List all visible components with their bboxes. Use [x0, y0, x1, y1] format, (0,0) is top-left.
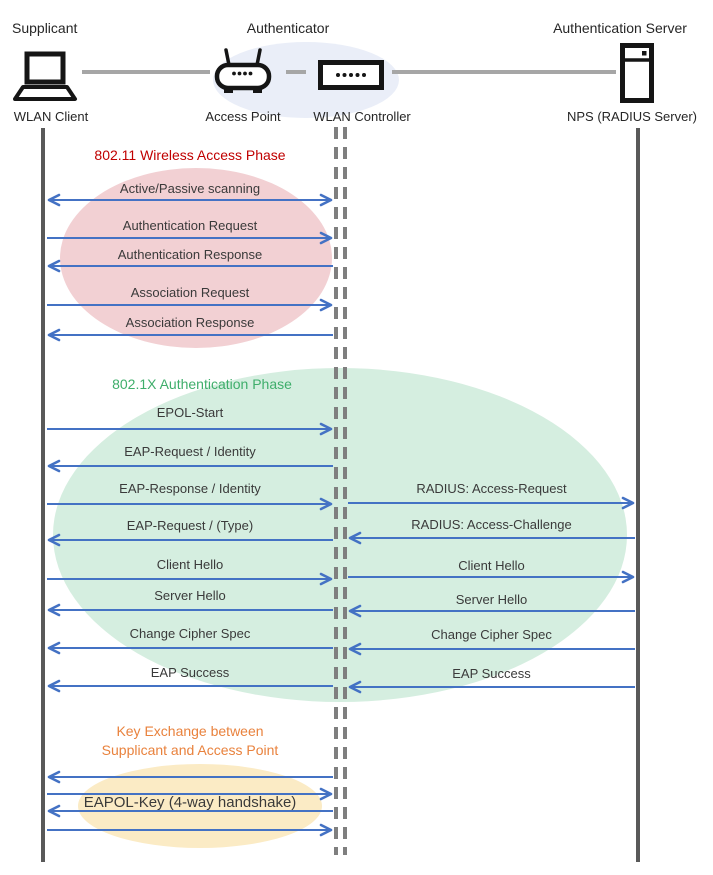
message-label: Change Cipher Spec: [129, 626, 251, 641]
arrowhead-right: [319, 787, 333, 801]
arrowhead-left: [47, 603, 61, 617]
arrowhead-right: [621, 570, 635, 584]
connector-ap-wlc: [286, 70, 306, 74]
arrowhead-left: [47, 770, 61, 784]
message-arrow: [47, 328, 333, 342]
phase-title-1: 802.11 Wireless Access Phase: [40, 146, 340, 165]
message-arrow: [47, 823, 333, 837]
role-authentication-server: Authentication Server: [553, 20, 687, 36]
message-label: Association Response: [125, 315, 255, 330]
arrowhead-left: [47, 533, 61, 547]
message-arrow: [47, 787, 333, 801]
message-arrow: [47, 679, 333, 693]
arrowhead-left: [47, 641, 61, 655]
message-label: Active/Passive scanning: [119, 181, 261, 196]
message-arrow: [348, 680, 635, 694]
message-arrow: [47, 572, 333, 586]
access-point-icon: [214, 48, 272, 93]
arrowhead-left: [348, 680, 362, 694]
arrowhead-left: [47, 193, 61, 207]
arrowhead-left: [47, 679, 61, 693]
message-label: EAP-Request / Identity: [124, 444, 256, 459]
message-label: RADIUS: Access-Challenge: [411, 517, 572, 532]
message-arrow: [47, 193, 333, 207]
label-access-point: Access Point: [205, 109, 281, 124]
server-icon: [620, 43, 654, 103]
wlan-controller-icon: [318, 60, 384, 90]
message-label: EPOL-Start: [156, 405, 224, 420]
arrowhead-right: [319, 193, 333, 207]
connector-wlc-server: [392, 70, 616, 74]
message-label: Client Hello: [156, 557, 224, 572]
arrowhead-right: [319, 823, 333, 837]
message-arrow: [47, 641, 333, 655]
message-arrow: [348, 570, 635, 584]
phase-ellipse-2: [53, 368, 627, 702]
role-authenticator: Authenticator: [246, 20, 330, 36]
message-label: RADIUS: Access-Request: [416, 481, 567, 496]
message-arrow: [348, 604, 635, 618]
message-label: EAP-Response / Identity: [119, 481, 261, 496]
message-arrow: [47, 459, 333, 473]
label-nps-radius-server: NPS (RADIUS Server): [566, 109, 698, 124]
message-label: EAP Success: [150, 665, 230, 680]
arrowhead-right: [319, 231, 333, 245]
arrowhead-left: [47, 804, 61, 818]
message-arrow: [47, 259, 333, 273]
message-label: Client Hello: [458, 558, 525, 573]
message-label: EAPOL-Key (4-way handshake): [83, 794, 297, 811]
arrowhead-right: [621, 496, 635, 510]
message-label: Server Hello: [455, 592, 528, 607]
message-arrow: [47, 804, 333, 818]
label-wlan-controller: WLAN Controller: [313, 109, 411, 124]
message-arrow: [47, 770, 333, 784]
message-arrow: [47, 603, 333, 617]
arrowhead-right: [319, 497, 333, 511]
arrowhead-left: [47, 328, 61, 342]
message-label: EAP Success: [452, 666, 531, 681]
message-arrow: [47, 497, 333, 511]
lifeline-auth-server: [636, 128, 640, 862]
arrowhead-left: [348, 604, 362, 618]
arrowhead-left: [47, 459, 61, 473]
phase-title-line: Supplicant and Access Point: [101, 742, 279, 758]
message-arrow: [348, 496, 635, 510]
lifeline-authenticator-dashed-1: [334, 127, 338, 855]
lifeline-supplicant: [41, 128, 45, 862]
arrowhead-left: [348, 531, 362, 545]
message-arrow: [47, 298, 333, 312]
message-arrow: [47, 231, 333, 245]
lifeline-authenticator-dashed-2: [343, 127, 347, 855]
phase-ellipse-1: [60, 168, 332, 348]
arrowhead-right: [319, 298, 333, 312]
arrowhead-right: [319, 572, 333, 586]
arrowhead-left: [348, 642, 362, 656]
laptop-icon: [13, 51, 77, 101]
message-arrow: [47, 422, 333, 436]
message-label: Authentication Response: [117, 247, 263, 262]
connector-client-ap: [82, 70, 210, 74]
message-label: Change Cipher Spec: [431, 627, 552, 642]
message-arrow: [348, 531, 635, 545]
phase-title-line: 802.11 Wireless Access Phase: [94, 147, 286, 163]
label-wlan-client: WLAN Client: [13, 109, 89, 124]
phase-title-line: 802.1X Authentication Phase: [112, 376, 292, 392]
message-label: Authentication Request: [122, 218, 258, 233]
arrowhead-left: [47, 259, 61, 273]
message-arrow: [47, 533, 333, 547]
message-arrow: [348, 642, 635, 656]
message-label: Server Hello: [154, 588, 226, 603]
arrowhead-right: [319, 422, 333, 436]
message-label: EAP-Request / (Type): [126, 518, 254, 533]
phase-title-line: Key Exchange between: [116, 723, 264, 739]
phase-title-2: 802.1X Authentication Phase: [52, 375, 352, 394]
message-label: Association Request: [130, 285, 250, 300]
role-supplicant: Supplicant: [12, 20, 78, 36]
